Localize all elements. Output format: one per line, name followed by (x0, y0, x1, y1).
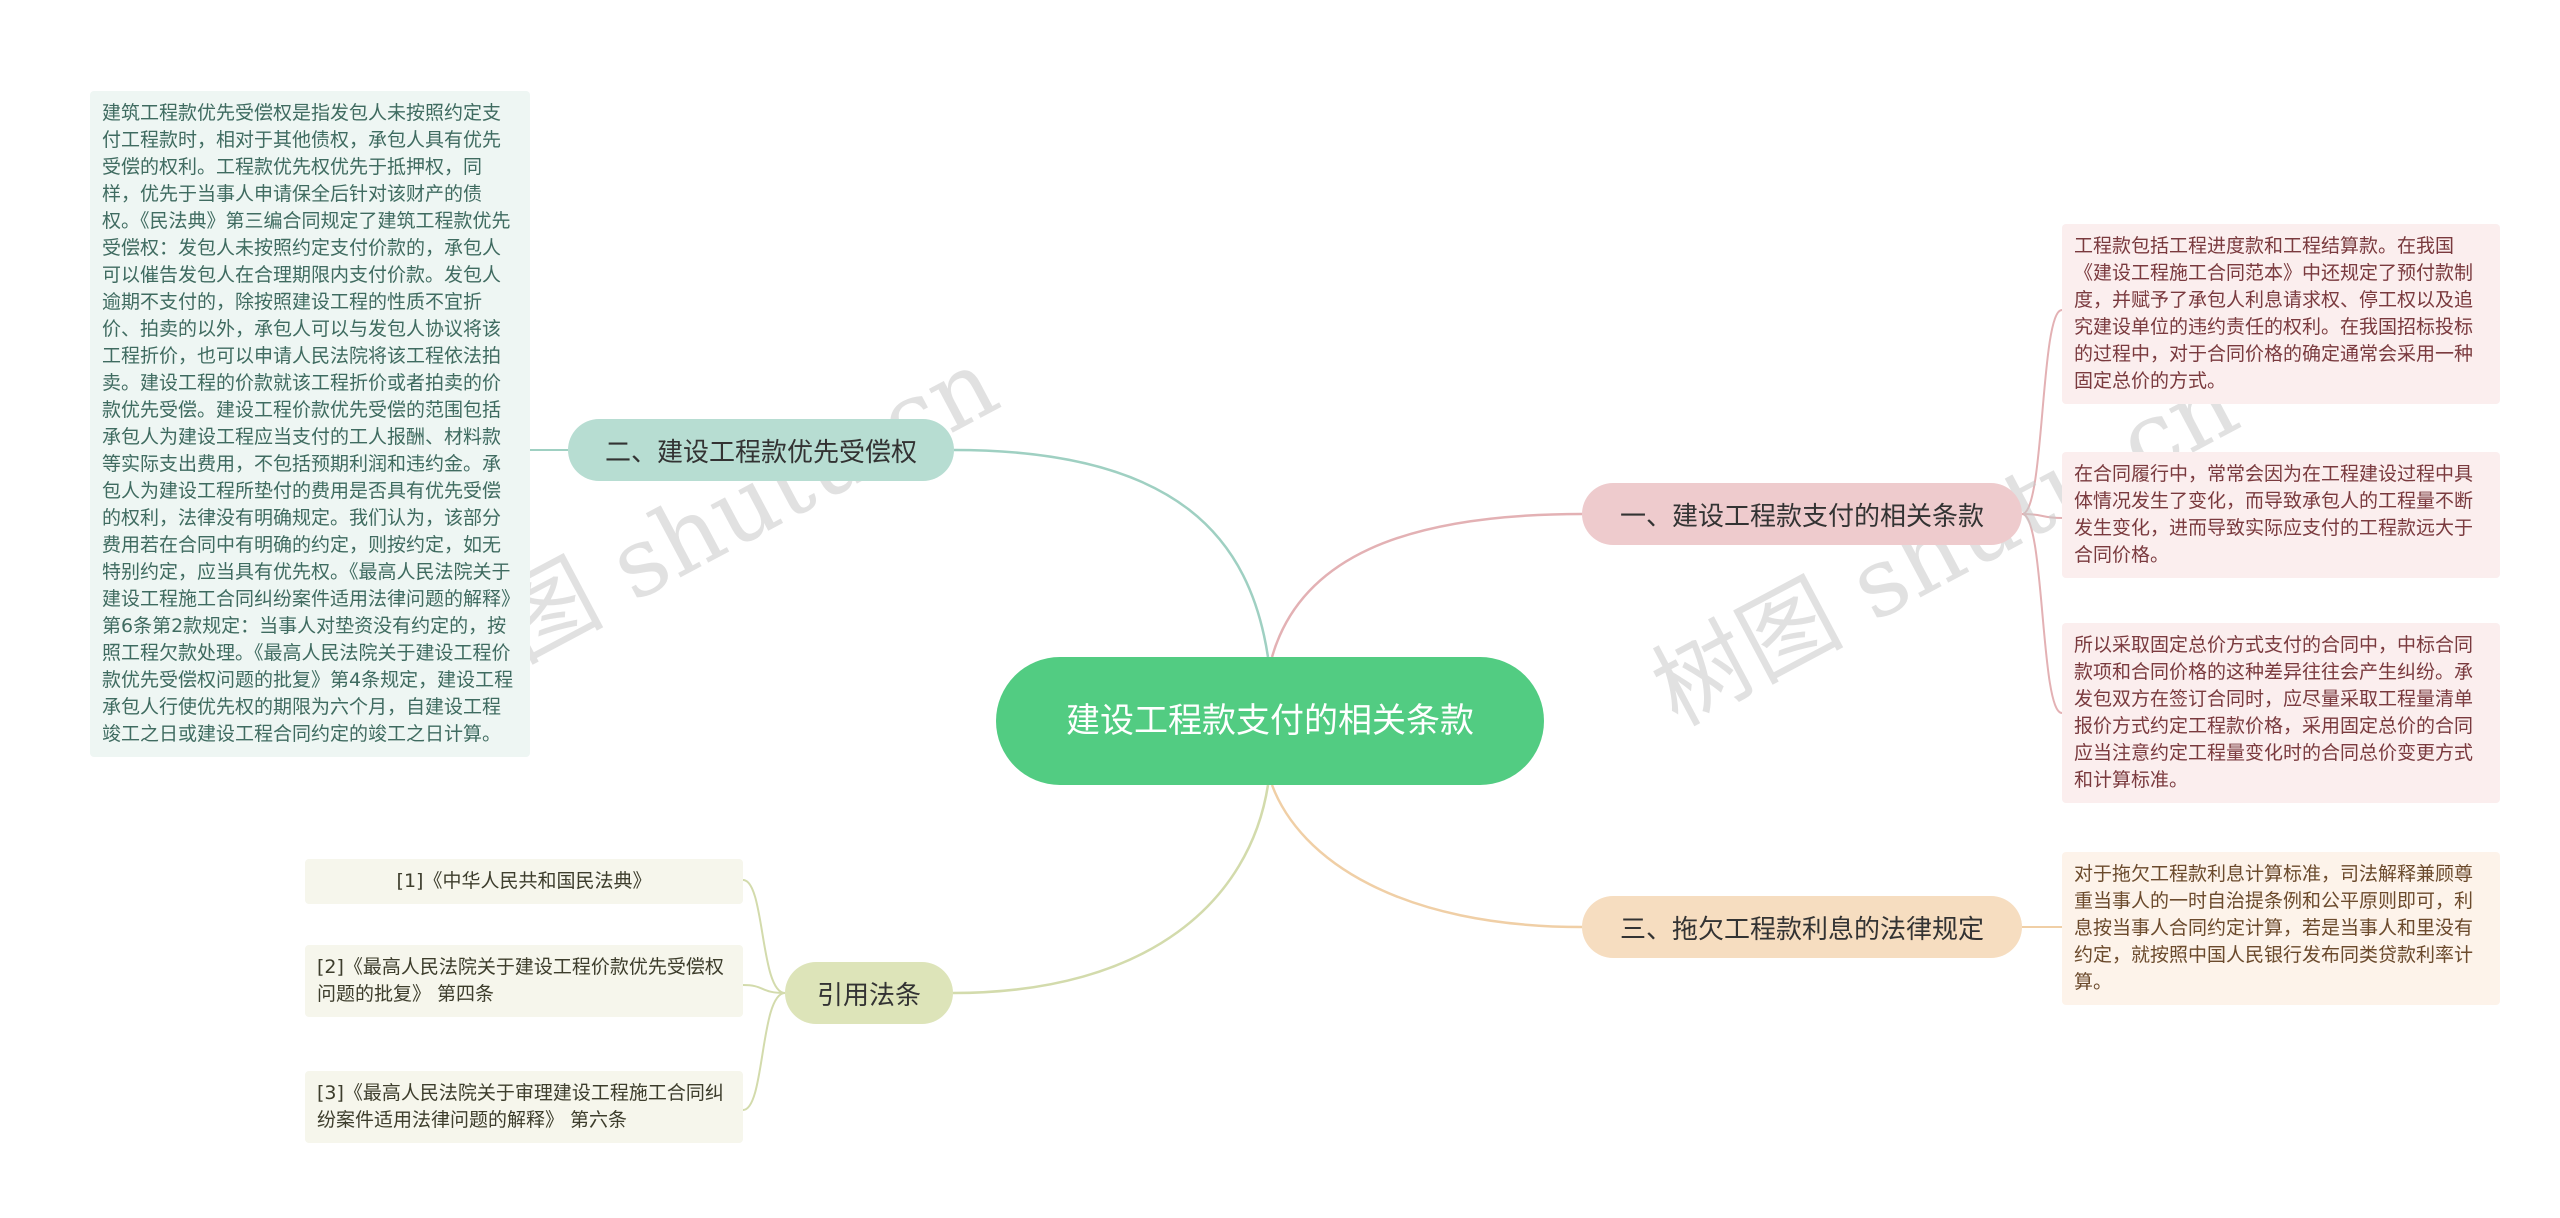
payment-note-3[interactable]: 所以采取固定总价方式支付的合同中，中标合同款项和合同价格的这种差异往往会产生纠纷… (2062, 623, 2500, 803)
link-payment-note2 (2021, 513, 2063, 519)
branch-priority[interactable]: 二、建设工程款优先受偿权 (568, 419, 954, 481)
citation-item-2[interactable]: [2]《最高人民法院关于建设工程价款优先受偿权问题的批复》 第四条 (305, 945, 743, 1017)
priority-note[interactable]: 建筑工程款优先受偿权是指发包人未按照约定支付工程款时，相对于其他债权，承包人具有… (90, 91, 530, 757)
link-center-priority (953, 448, 1270, 658)
citation-item-3[interactable]: [3]《最高人民法院关于审理建设工程施工合同纠纷案件适用法律问题的解释》 第六条 (305, 1071, 743, 1143)
link-citation-2 (742, 984, 786, 994)
citation-item-1[interactable]: [1]《中华人民共和国民法典》 (305, 859, 743, 904)
link-payment-note3 (2021, 513, 2063, 714)
payment-note-1[interactable]: 工程款包括工程进度款和工程结算款。在我国《建设工程施工合同范本》中还规定了预付款… (2062, 224, 2500, 404)
central-topic[interactable]: 建设工程款支付的相关条款 (996, 657, 1544, 785)
link-center-citations (952, 784, 1270, 995)
link-citation-1 (742, 879, 786, 994)
interest-note[interactable]: 对于拖欠工程款利息计算标准，司法解释兼顾尊重当事人的一时自治提条例和公平原则即可… (2062, 852, 2500, 1005)
link-center-payment (1270, 512, 1583, 658)
link-center-interest (1270, 784, 1583, 929)
branch-payment[interactable]: 一、建设工程款支付的相关条款 (1582, 483, 2022, 545)
payment-note-2[interactable]: 在合同履行中，常常会因为在工程建设过程中具体情况发生了变化，而导致承包人的工程量… (2062, 452, 2500, 578)
link-citation-3 (742, 992, 786, 1111)
branch-interest[interactable]: 三、拖欠工程款利息的法律规定 (1582, 896, 2022, 958)
link-payment-note1 (2021, 309, 2063, 515)
branch-citations[interactable]: 引用法条 (785, 962, 953, 1024)
